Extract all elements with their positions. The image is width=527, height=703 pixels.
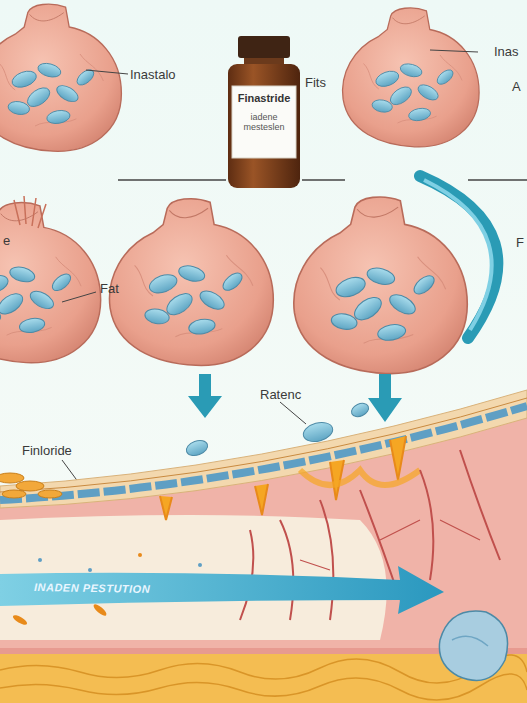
part-label: Inastalo <box>130 68 176 81</box>
part-label: Ratenc <box>260 388 301 401</box>
drug-name: Finastride <box>234 92 294 104</box>
part-label: Finloride <box>22 444 72 457</box>
part-label: e <box>3 234 10 247</box>
part-label: INADEN PESTUTION <box>34 582 150 595</box>
part-label: Inas <box>494 45 519 58</box>
medicine-bottle: Finastride iadene mesteslen <box>226 36 302 190</box>
part-label: F <box>516 236 524 249</box>
label-text: iadene mesteslen <box>234 112 294 133</box>
part-label: Fits <box>305 76 326 89</box>
bottle-label: Finastride iadene mesteslen <box>234 92 294 133</box>
part-label: A <box>512 80 521 93</box>
part-label: Fat <box>100 282 119 295</box>
